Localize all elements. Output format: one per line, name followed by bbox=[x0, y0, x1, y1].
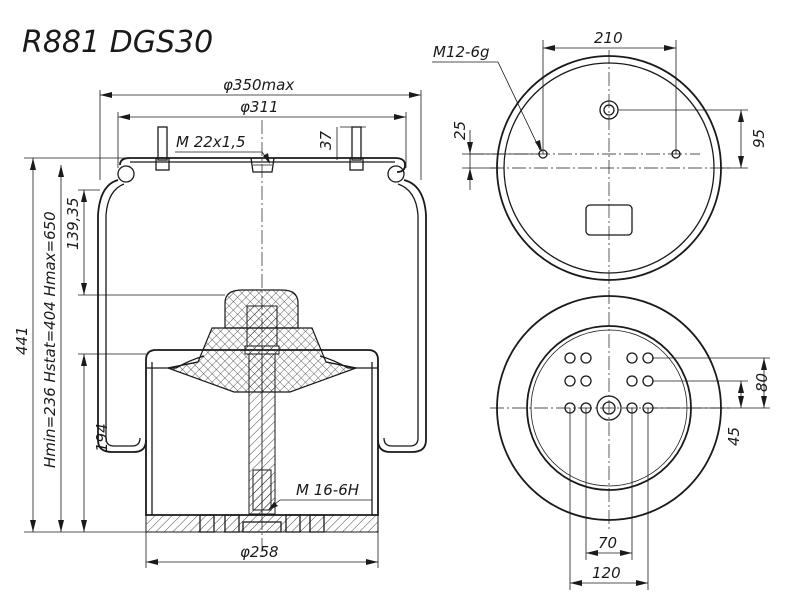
dim-h45: 45 bbox=[725, 427, 743, 446]
piston-body bbox=[145, 349, 379, 516]
label-plate bbox=[585, 204, 633, 236]
dim-w210: 210 bbox=[594, 29, 623, 47]
dim-d311: φ311 bbox=[240, 98, 279, 116]
base-hole-4 bbox=[309, 514, 325, 533]
base-hole-3 bbox=[285, 514, 301, 533]
base-hole-1 bbox=[199, 514, 215, 533]
dim-h80: 80 bbox=[753, 373, 771, 392]
dim-heights: Hmin=236 Hstat=404 Hmax=650 bbox=[41, 211, 59, 468]
dim-w70: 70 bbox=[598, 534, 617, 552]
dim-h25: 25 bbox=[451, 121, 469, 140]
dim-h37: 37 bbox=[317, 130, 335, 150]
dim-h441: 441 bbox=[13, 326, 31, 355]
dim-h139: 139,35 bbox=[64, 198, 82, 251]
stud-right bbox=[351, 126, 362, 161]
base-plate bbox=[145, 514, 379, 533]
bottom-view: 80 45 70 120 bbox=[490, 290, 771, 590]
dim-m12: M12-6g bbox=[433, 43, 490, 61]
bellows-outer-right bbox=[377, 179, 427, 453]
dim-h194: 194 bbox=[93, 423, 111, 452]
top-bead-left bbox=[117, 165, 135, 183]
dim-thread-top: M 22x1,5 bbox=[176, 133, 246, 151]
bellows-outer bbox=[97, 179, 147, 453]
dim-d258: φ258 bbox=[240, 543, 279, 561]
dim-d350: φ350max bbox=[223, 76, 294, 94]
side-view: φ350max φ311 M 22x1,5 37 441 Hmin=236 Hs… bbox=[13, 76, 427, 568]
base-hole-2 bbox=[224, 514, 240, 533]
stud-left bbox=[157, 126, 168, 161]
dim-h95: 95 bbox=[750, 129, 768, 148]
drawing-title: R881 DGS30 bbox=[22, 25, 213, 60]
bottom-center-bolt bbox=[596, 395, 622, 421]
top-view: 210 M12-6g 25 95 bbox=[432, 29, 768, 290]
center-bolt bbox=[246, 305, 278, 347]
air-port bbox=[250, 157, 275, 173]
dim-thread-bottom: M 16-6H bbox=[296, 481, 359, 499]
top-bead-right bbox=[387, 165, 405, 183]
dim-w120: 120 bbox=[592, 564, 621, 582]
